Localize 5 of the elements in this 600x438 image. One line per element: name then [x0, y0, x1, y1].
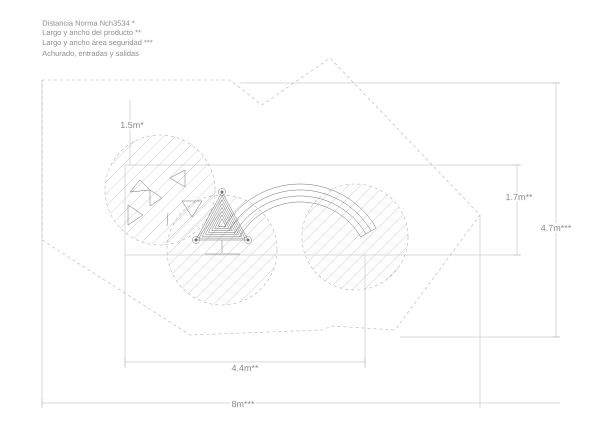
dimension-label: 8m***: [230, 399, 256, 409]
dimension-label: 4.7m***: [539, 223, 573, 233]
dimension-label: 4.4m**: [230, 363, 260, 373]
dimension-label: 1.5m*: [118, 120, 146, 130]
dimension-label: 1.7m**: [504, 192, 534, 202]
